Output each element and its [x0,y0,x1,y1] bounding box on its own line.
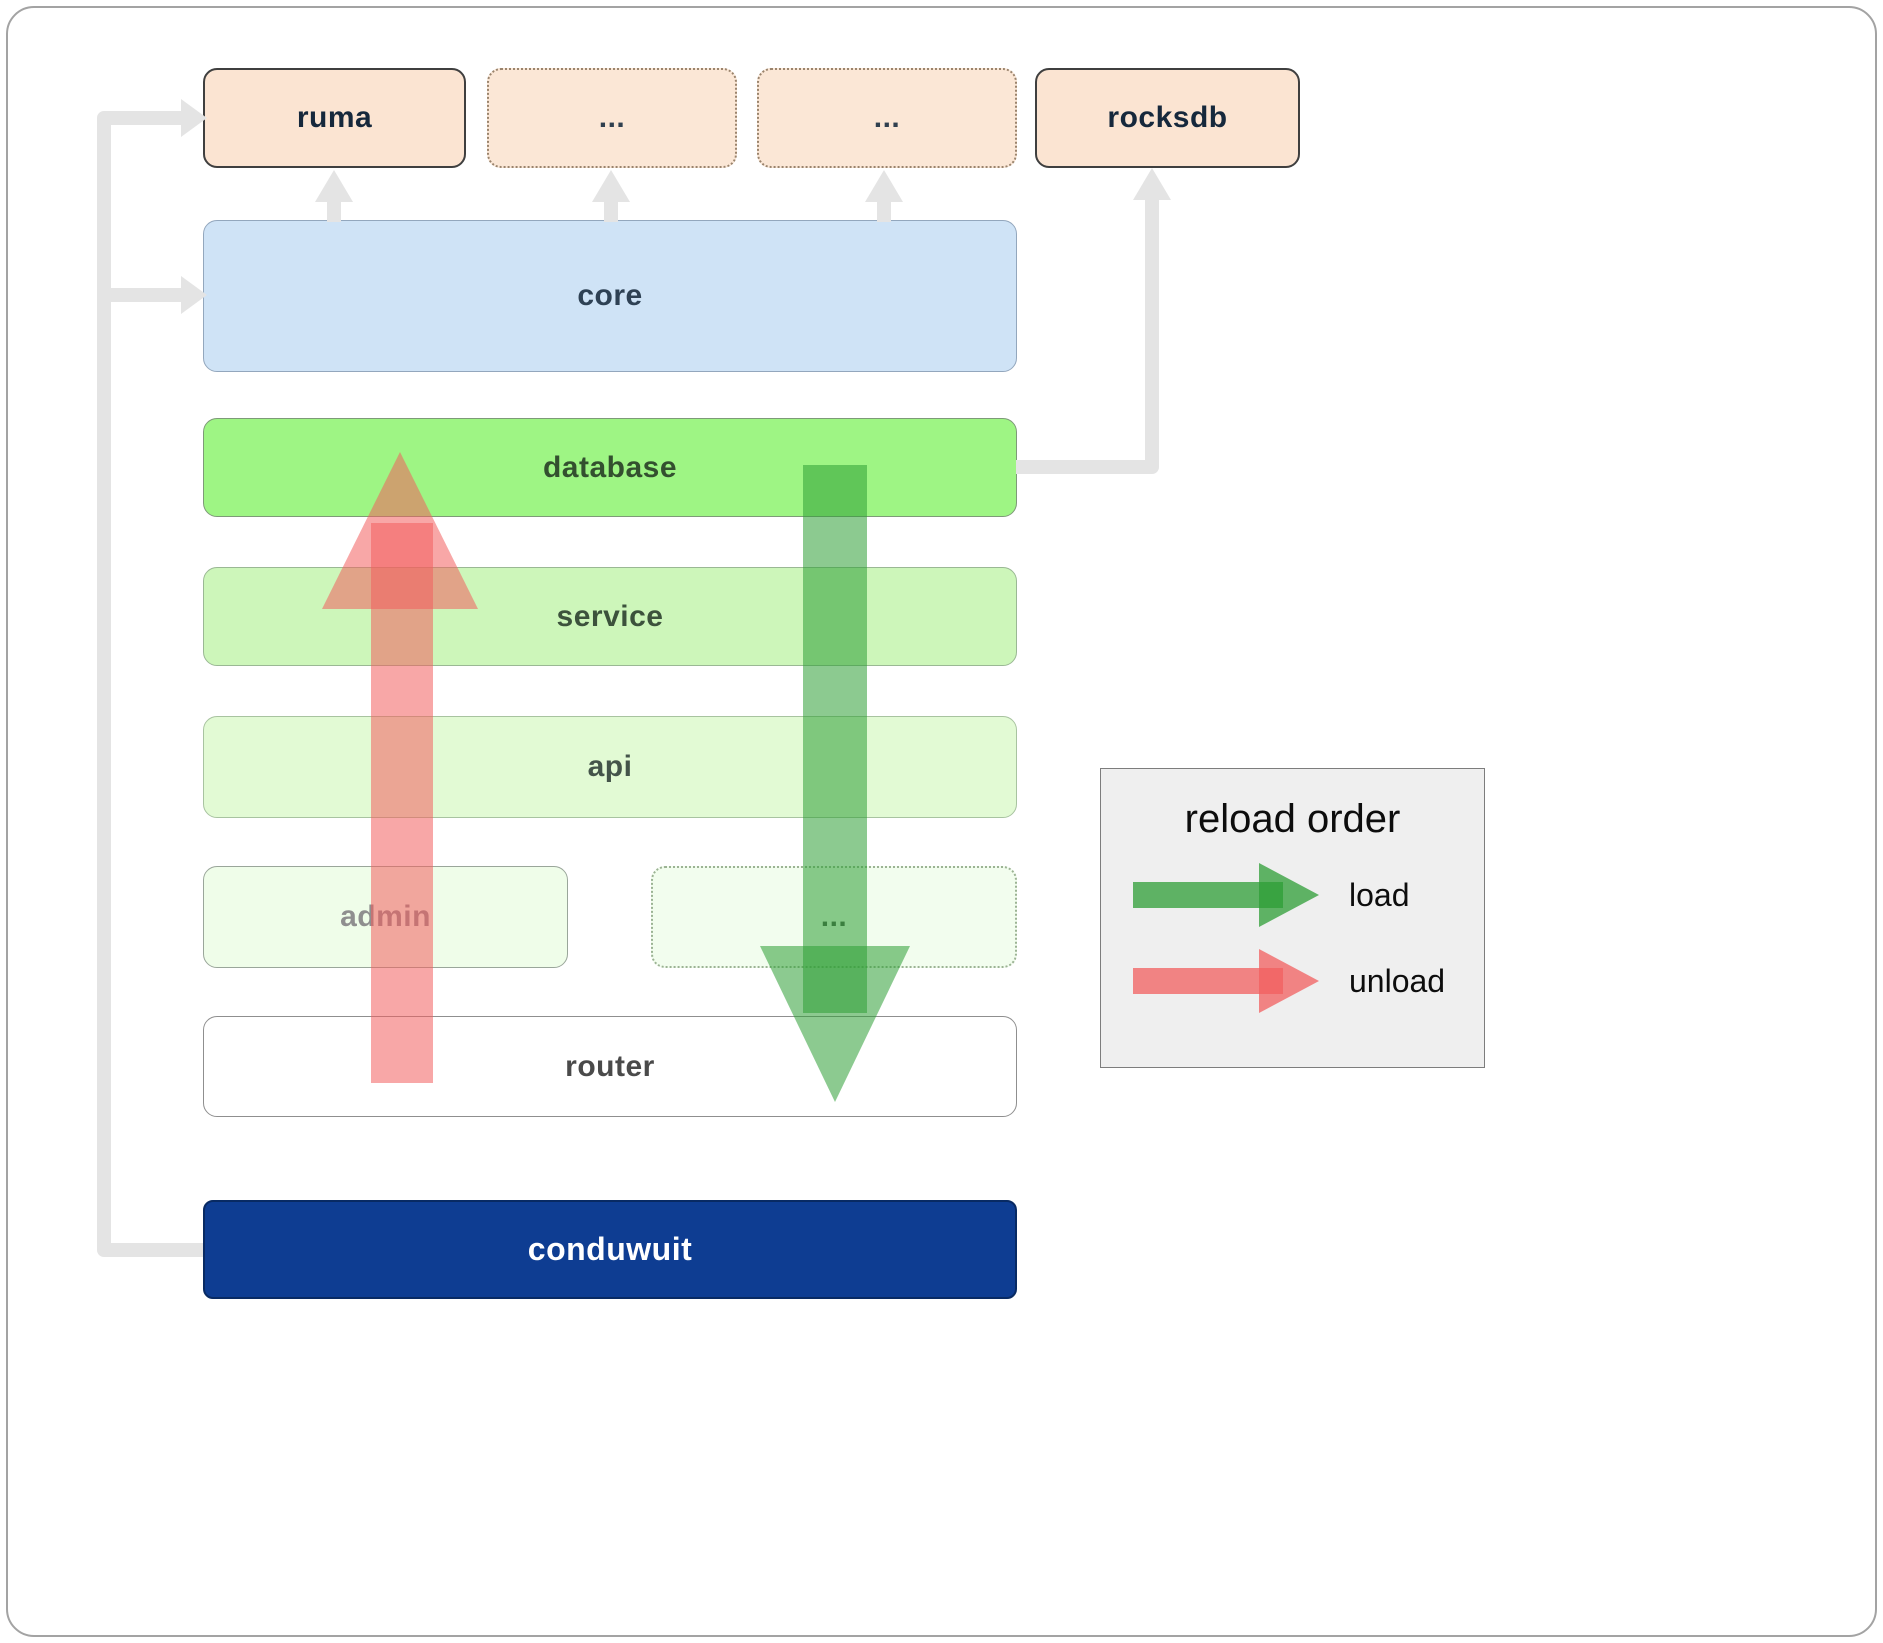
box-conduwuit: conduwuit [203,1200,1017,1299]
box-database: database [203,418,1017,517]
box-service: service [203,567,1017,666]
unload-arrow-icon [1133,949,1319,1013]
legend-title: reload order [1184,797,1401,841]
box-rocksdb: rocksdb [1035,68,1300,168]
box-ellipsis-1: ... [487,68,737,168]
legend-label-load: load [1349,876,1410,913]
box-ruma: ruma [203,68,466,168]
legend-row-load: load [1133,862,1484,928]
box-admin: admin [203,866,568,968]
box-core: core [203,220,1017,372]
legend: reload order load unload [1100,768,1485,1068]
box-ellipsis-2: ... [757,68,1017,168]
box-router: router [203,1016,1017,1117]
box-api: api [203,716,1017,818]
box-ellipsis-3: ... [651,866,1017,968]
legend-row-unload: unload [1133,948,1484,1014]
legend-label-unload: unload [1349,962,1446,999]
load-arrow-icon [1133,863,1319,927]
